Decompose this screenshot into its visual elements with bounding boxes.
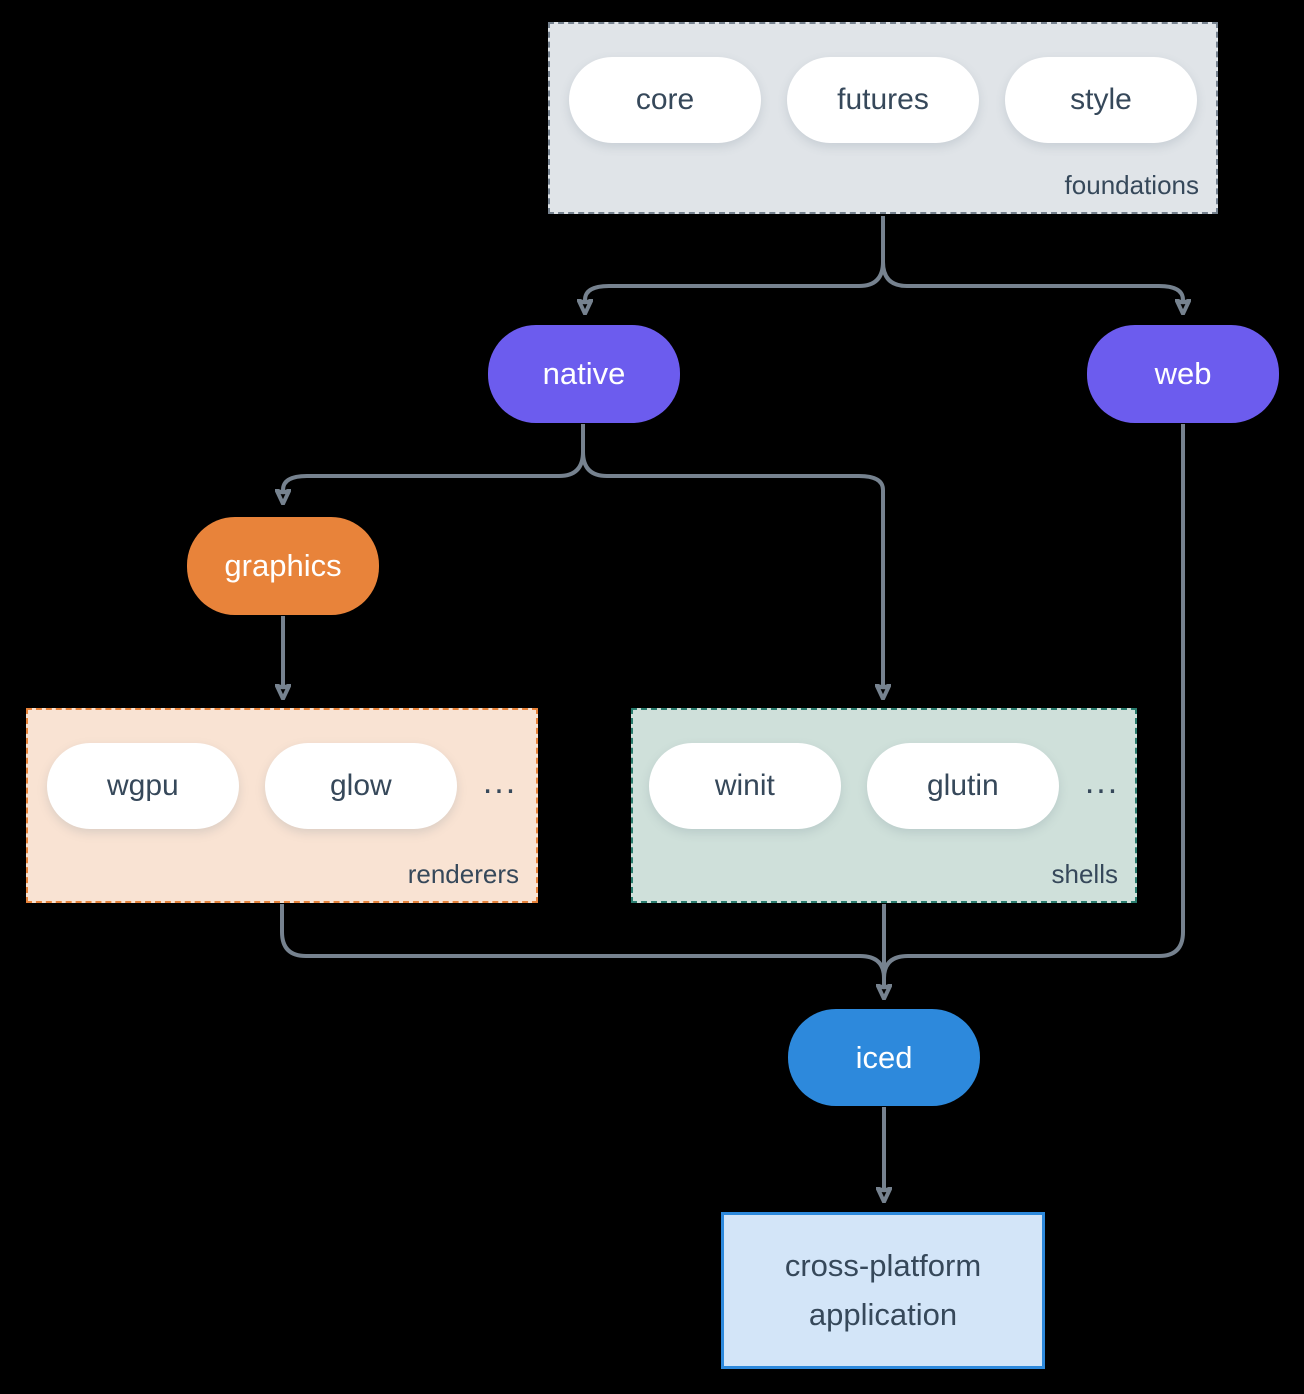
cross-platform-application-box: cross-platform application (721, 1212, 1045, 1369)
arrow-native-to-graphics (283, 424, 585, 491)
application-label-line1: cross-platform (784, 1248, 982, 1284)
shells-ellipsis: ... (1084, 762, 1120, 801)
pill-glow: glow (264, 743, 457, 829)
pill-futures: futures (787, 57, 979, 143)
shells-label: shells (1051, 859, 1118, 889)
renderers-ellipsis: ... (482, 762, 518, 801)
arrow-foundations-to-native (585, 216, 885, 301)
node-web: web (1087, 325, 1279, 423)
node-graphics: graphics (187, 517, 379, 615)
pill-winit: winit (648, 743, 841, 829)
foundations-label: foundations (1064, 170, 1199, 200)
pill-wgpu: wgpu (46, 743, 239, 829)
line-renderers-to-junction (280, 904, 886, 979)
line-web-to-junction (882, 424, 1185, 979)
application-label-line2: application (808, 1296, 958, 1332)
shells-group: winit glutin ... shells (631, 708, 1137, 903)
foundations-pill-row: core futures style (550, 24, 1216, 143)
node-iced: iced (788, 1009, 980, 1106)
arrow-foundations-to-web (881, 216, 1183, 301)
renderers-label: renderers (407, 859, 519, 889)
renderers-group: wgpu glow ... renderers (26, 708, 538, 903)
renderers-pill-row: wgpu glow ... (28, 710, 536, 829)
shells-pill-row: winit glutin ... (633, 710, 1135, 829)
foundations-group: core futures style foundations (548, 22, 1218, 214)
node-native: native (488, 325, 680, 423)
pill-style: style (1005, 57, 1197, 143)
pill-core: core (569, 57, 761, 143)
pill-glutin: glutin (866, 743, 1059, 829)
arrow-native-to-shells (581, 424, 883, 686)
